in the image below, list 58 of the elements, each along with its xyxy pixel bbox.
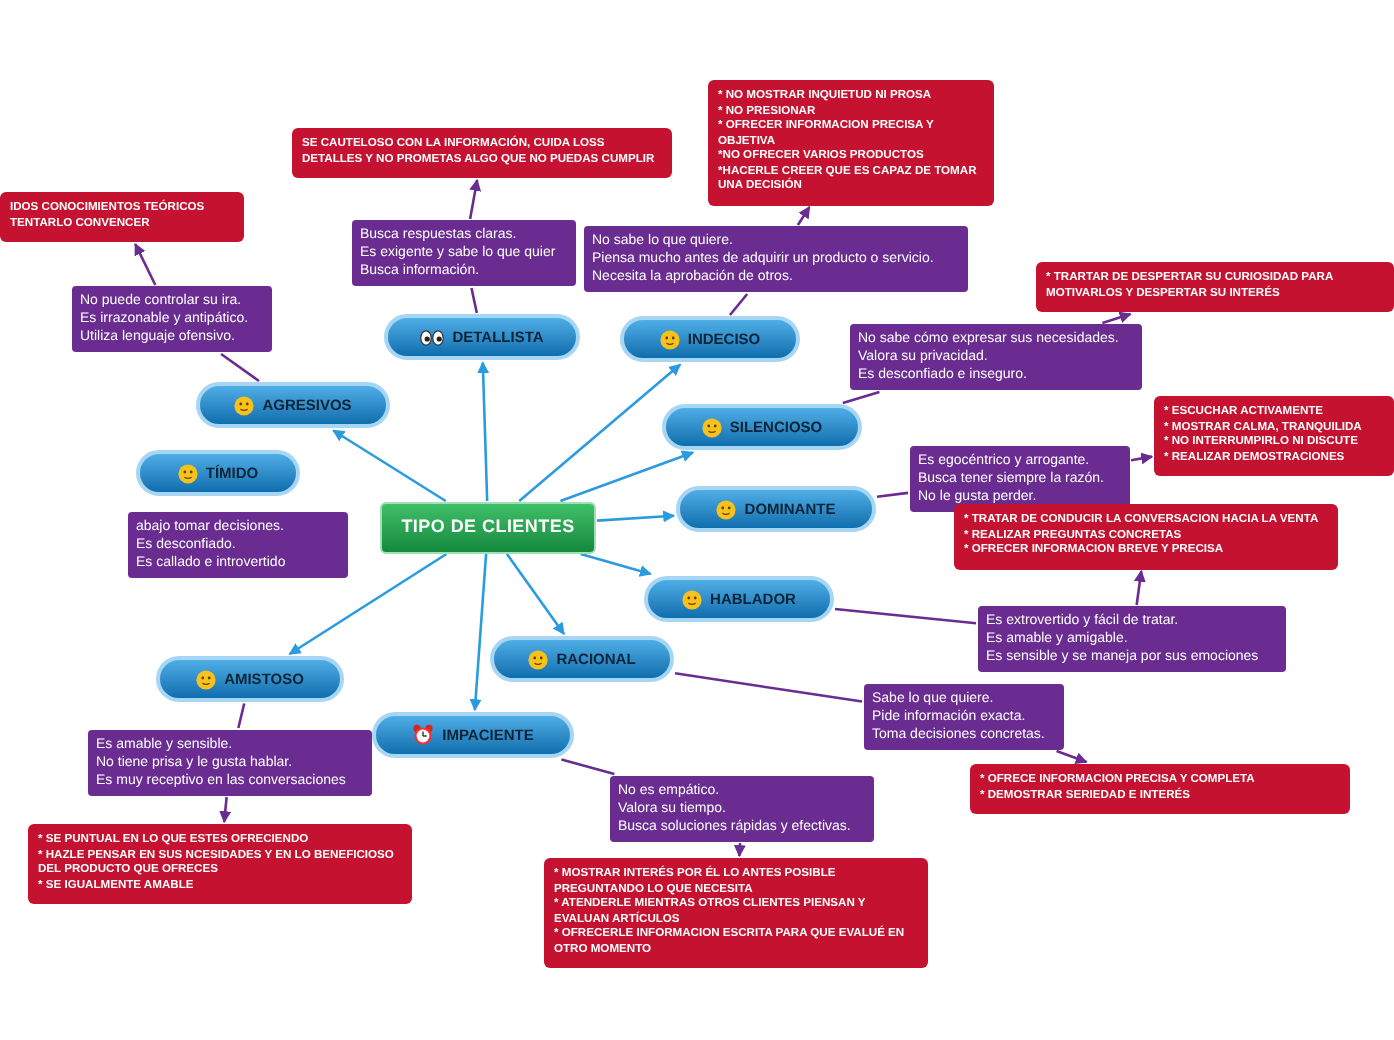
arrow (1056, 749, 1088, 764)
arrow (219, 796, 232, 824)
category-pill (196, 382, 390, 429)
arrow (518, 363, 682, 502)
description-box (610, 776, 874, 842)
connector-line (876, 491, 909, 499)
arrow (468, 178, 482, 220)
arrow (332, 429, 447, 503)
connector-line (842, 390, 880, 405)
connector-line (728, 293, 749, 316)
category-pill (490, 636, 674, 683)
advice-box (708, 80, 994, 205)
advice-box (1154, 396, 1394, 476)
advice-box (954, 504, 1338, 569)
arrow (505, 553, 566, 635)
arrow (580, 552, 652, 577)
connector-line (470, 287, 479, 314)
description-box (352, 220, 576, 286)
connector-line (674, 672, 863, 703)
advice-box (970, 764, 1350, 814)
arrow (596, 510, 676, 523)
category-pill (156, 656, 344, 703)
connector-line (561, 758, 615, 776)
category-pill (676, 486, 876, 533)
arrow (1101, 311, 1132, 325)
connector-line (220, 352, 260, 383)
arrow (469, 553, 488, 712)
description-box (978, 606, 1286, 672)
advice-box (28, 824, 412, 904)
description-box (88, 730, 372, 796)
advice-box (544, 858, 928, 968)
connector-line (237, 703, 246, 729)
category-pill (372, 712, 574, 759)
advice-box (0, 192, 244, 242)
category-pill (644, 576, 834, 623)
category-pill (620, 316, 800, 363)
arrow (796, 206, 811, 226)
arrow (560, 450, 695, 503)
arrow (477, 361, 490, 502)
arrow (733, 842, 746, 858)
advice-box (1036, 262, 1394, 312)
category-pill (384, 314, 580, 361)
arrow (288, 552, 448, 656)
advice-box (292, 128, 672, 178)
arrow (1133, 569, 1146, 606)
central-topic-box (380, 502, 596, 553)
description-box (584, 226, 968, 292)
topic-title: TIPO DE CLIENTES (401, 514, 575, 540)
arrow (1130, 452, 1154, 465)
description-box (72, 286, 272, 352)
description-box (864, 684, 1064, 750)
category-pill (136, 450, 300, 497)
connector-line (834, 607, 977, 625)
description-box (850, 324, 1142, 390)
arrow (134, 242, 157, 286)
description-box (910, 446, 1130, 512)
description-box (128, 512, 348, 578)
category-pill (662, 404, 862, 451)
